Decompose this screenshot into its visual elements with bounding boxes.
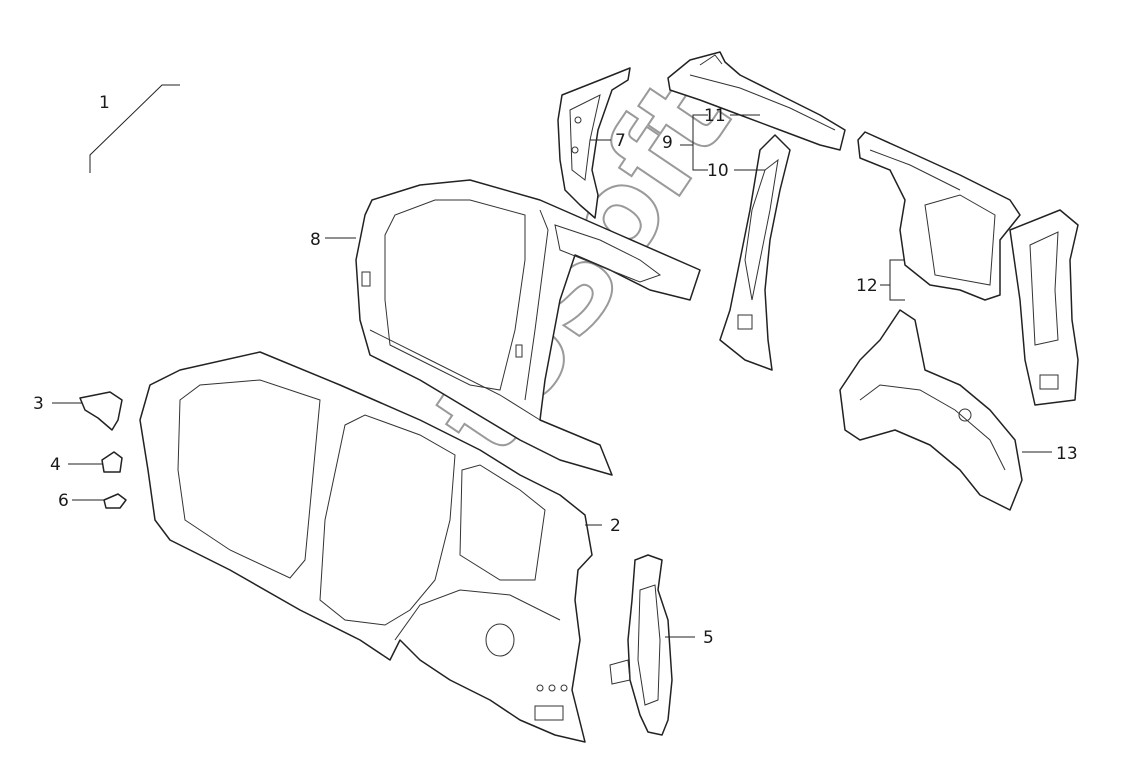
leader-lines bbox=[52, 114, 1052, 638]
part-1-assembly-leader bbox=[89, 84, 180, 173]
callout-3: 3 bbox=[33, 394, 44, 414]
part-8-inner-side-frame[interactable] bbox=[355, 179, 701, 476]
part-12-rear-pillar[interactable] bbox=[1009, 209, 1079, 406]
callout-7: 7 bbox=[615, 131, 626, 151]
callout-10: 10 bbox=[707, 161, 729, 181]
callout-12: 12 bbox=[856, 276, 878, 296]
callout-9: 9 bbox=[662, 133, 673, 153]
callout-5: 5 bbox=[703, 628, 714, 648]
part-13-wheelhouse[interactable] bbox=[839, 309, 1023, 511]
callout-2: 2 bbox=[610, 516, 621, 536]
callout-1: 1 bbox=[99, 93, 110, 113]
part-3-bracket[interactable] bbox=[79, 391, 123, 431]
callout-11: 11 bbox=[704, 106, 726, 126]
callout-4: 4 bbox=[50, 455, 61, 475]
part-6-clip[interactable] bbox=[103, 493, 127, 509]
callout-8: 8 bbox=[310, 230, 321, 250]
part-10-b-pillar[interactable] bbox=[719, 134, 791, 371]
callout-labels: 1 2 3 4 5 6 7 8 9 10 11 12 13 bbox=[33, 93, 1078, 648]
part-11-roof-rail[interactable] bbox=[667, 51, 846, 151]
part-5-rear-pillar-lower[interactable] bbox=[609, 554, 673, 736]
part-7-pillar-bracket[interactable] bbox=[557, 67, 631, 219]
part-2-outer-side-panel[interactable] bbox=[139, 351, 593, 743]
part-12-rear-inner-structure[interactable] bbox=[857, 131, 1021, 301]
callout-13: 13 bbox=[1056, 444, 1078, 464]
callout-6: 6 bbox=[58, 491, 69, 511]
part-4-clip[interactable] bbox=[101, 451, 123, 473]
